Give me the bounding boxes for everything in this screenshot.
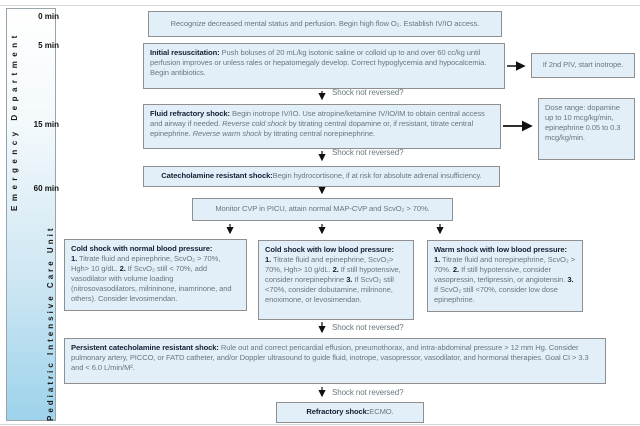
cold-shock-low-bp-box: Cold shock with low blood pressure:1. Ti…: [258, 240, 414, 320]
cold-shock-normal-bp-box: Cold shock with normal blood pressure:1.…: [64, 239, 247, 311]
shock-not-reversed-label-4: Shock not reversed?: [332, 388, 404, 397]
fluid-refractory-box: Fluid refractory shock: Begin inotrope I…: [143, 104, 501, 149]
time-5min: 5 min: [38, 41, 59, 50]
figure-top-rule: [0, 5, 640, 6]
dose-range-box: Dose range: dopamine up to 10 mcg/kg/min…: [538, 98, 635, 160]
recognize-box: Recognize decreased mental status and pe…: [148, 11, 502, 37]
warm-shock-low-bp-box: Warm shock with low blood pressure:1. Ti…: [427, 240, 583, 312]
picu-label: Pediatric Intensive Care Unit: [46, 225, 55, 421]
timeline-sidebar: 0 min 5 min 15 min 60 min: [6, 8, 59, 421]
refractory-shock-box: Refractory shock: ECMO.: [276, 402, 424, 423]
figure-bottom-rule: [0, 424, 640, 425]
shock-not-reversed-label-1: Shock not reversed?: [332, 88, 404, 97]
emergency-department-label: Emergency Department: [10, 31, 19, 211]
time-15min: 15 min: [33, 120, 59, 129]
second-piv-box: If 2nd PIV, start inotrope.: [531, 53, 635, 78]
shock-not-reversed-label-3: Shock not reversed?: [332, 323, 404, 332]
shock-not-reversed-label-2: Shock not reversed?: [332, 148, 404, 157]
initial-resuscitation-box: Initial resuscitation: Push boluses of 2…: [143, 43, 505, 89]
persistent-catecholamine-box: Persistent catecholamine resistant shock…: [64, 338, 606, 384]
time-60min: 60 min: [33, 184, 59, 193]
monitor-cvp-box: Monitor CVP in PICU, attain normal MAP-C…: [192, 198, 453, 221]
catecholamine-resistant-box: Catecholamine resistant shock: Begin hyd…: [143, 166, 500, 187]
time-0min: 0 min: [38, 12, 59, 21]
